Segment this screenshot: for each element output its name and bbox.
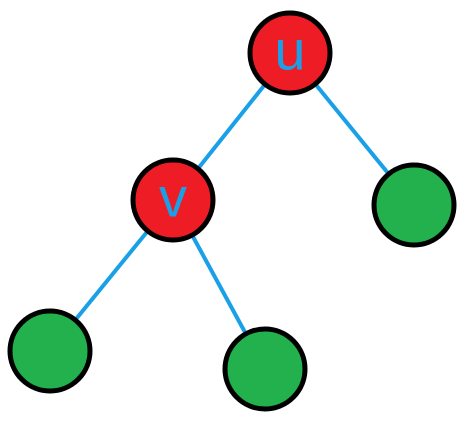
node-circle-left-leaf bbox=[7, 308, 93, 394]
node-middle-leaf bbox=[222, 326, 308, 412]
node-circle-middle-leaf bbox=[222, 326, 308, 412]
node-v: v bbox=[130, 157, 216, 243]
edge-u-right-leaf bbox=[313, 82, 391, 176]
edge-u-v bbox=[196, 83, 267, 170]
node-label-v: v bbox=[159, 166, 187, 229]
node-circle-v bbox=[130, 157, 216, 243]
edge-v-left-leaf bbox=[73, 229, 150, 322]
edge-v-middle-leaf bbox=[190, 234, 248, 335]
node-u: u bbox=[247, 10, 333, 96]
node-left-leaf bbox=[7, 308, 93, 394]
node-right-leaf bbox=[371, 162, 457, 248]
node-label-u: u bbox=[274, 19, 305, 82]
edges-layer bbox=[73, 82, 391, 335]
node-circle-u bbox=[247, 10, 333, 96]
node-circle-right-leaf bbox=[371, 162, 457, 248]
nodes-layer: uv bbox=[7, 10, 457, 412]
